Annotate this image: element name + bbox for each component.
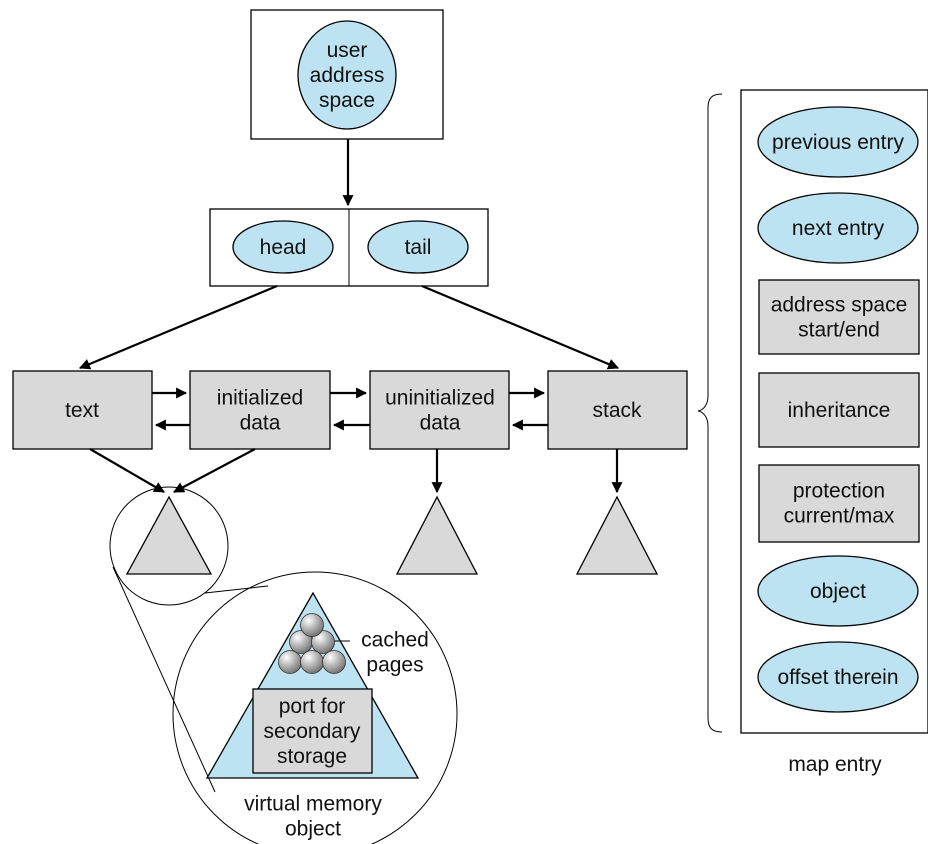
field-object-label: object (810, 580, 866, 603)
port-for-secondary-storage-box (252, 688, 373, 774)
zoom-line-right (204, 585, 269, 594)
field-previous-entry-ellipse (757, 106, 919, 178)
field-inheritance-box (758, 372, 920, 448)
arrow-text-to-object (89, 448, 165, 493)
vm-object-triangle-2 (395, 495, 479, 575)
head-label: head (260, 236, 307, 259)
field-previous-entry-label: previous entry (772, 131, 904, 154)
field-next-entry-label: next entry (792, 217, 885, 240)
vm-object-triangle-1 (125, 495, 213, 575)
field-object-ellipse (757, 555, 919, 627)
cached-page-ball (300, 650, 324, 674)
segment-text-label: text (65, 399, 99, 422)
field-address-space-box (758, 279, 920, 355)
segment-stack-label: stack (592, 399, 642, 422)
segment-stack (547, 370, 688, 450)
segment-text (12, 370, 153, 450)
tail-label: tail (405, 236, 432, 259)
vm-object-zoom-circle (172, 571, 458, 844)
arrow-head-to-text (78, 284, 278, 370)
field-protection-box (758, 464, 920, 543)
cached-pages-group (278, 613, 350, 674)
field-offset-therein-ellipse (757, 641, 919, 713)
segment-uninitialized-data (369, 370, 510, 450)
map-entry-caption: map entry (788, 753, 882, 776)
field-next-entry-ellipse (757, 192, 919, 264)
tail-ellipse (367, 220, 469, 274)
arrow-init-to-object (173, 448, 256, 493)
segment-initialized-data (189, 370, 331, 450)
head-ellipse (232, 220, 334, 274)
user-address-space-ellipse (297, 20, 397, 130)
map-entry-brace (697, 93, 723, 733)
cached-page-ball (300, 613, 324, 637)
arrow-tail-to-stack (421, 284, 620, 370)
vm-object-triangle-3 (575, 495, 659, 575)
field-inheritance-label: inheritance (788, 399, 891, 422)
cached-page-ball (311, 630, 335, 654)
zoom-line-left (112, 566, 216, 793)
cached-page-ball (322, 650, 346, 674)
zoom-source-circle (109, 486, 229, 606)
cached-page-ball (278, 650, 302, 674)
field-offset-therein-label: offset therein (777, 666, 898, 689)
